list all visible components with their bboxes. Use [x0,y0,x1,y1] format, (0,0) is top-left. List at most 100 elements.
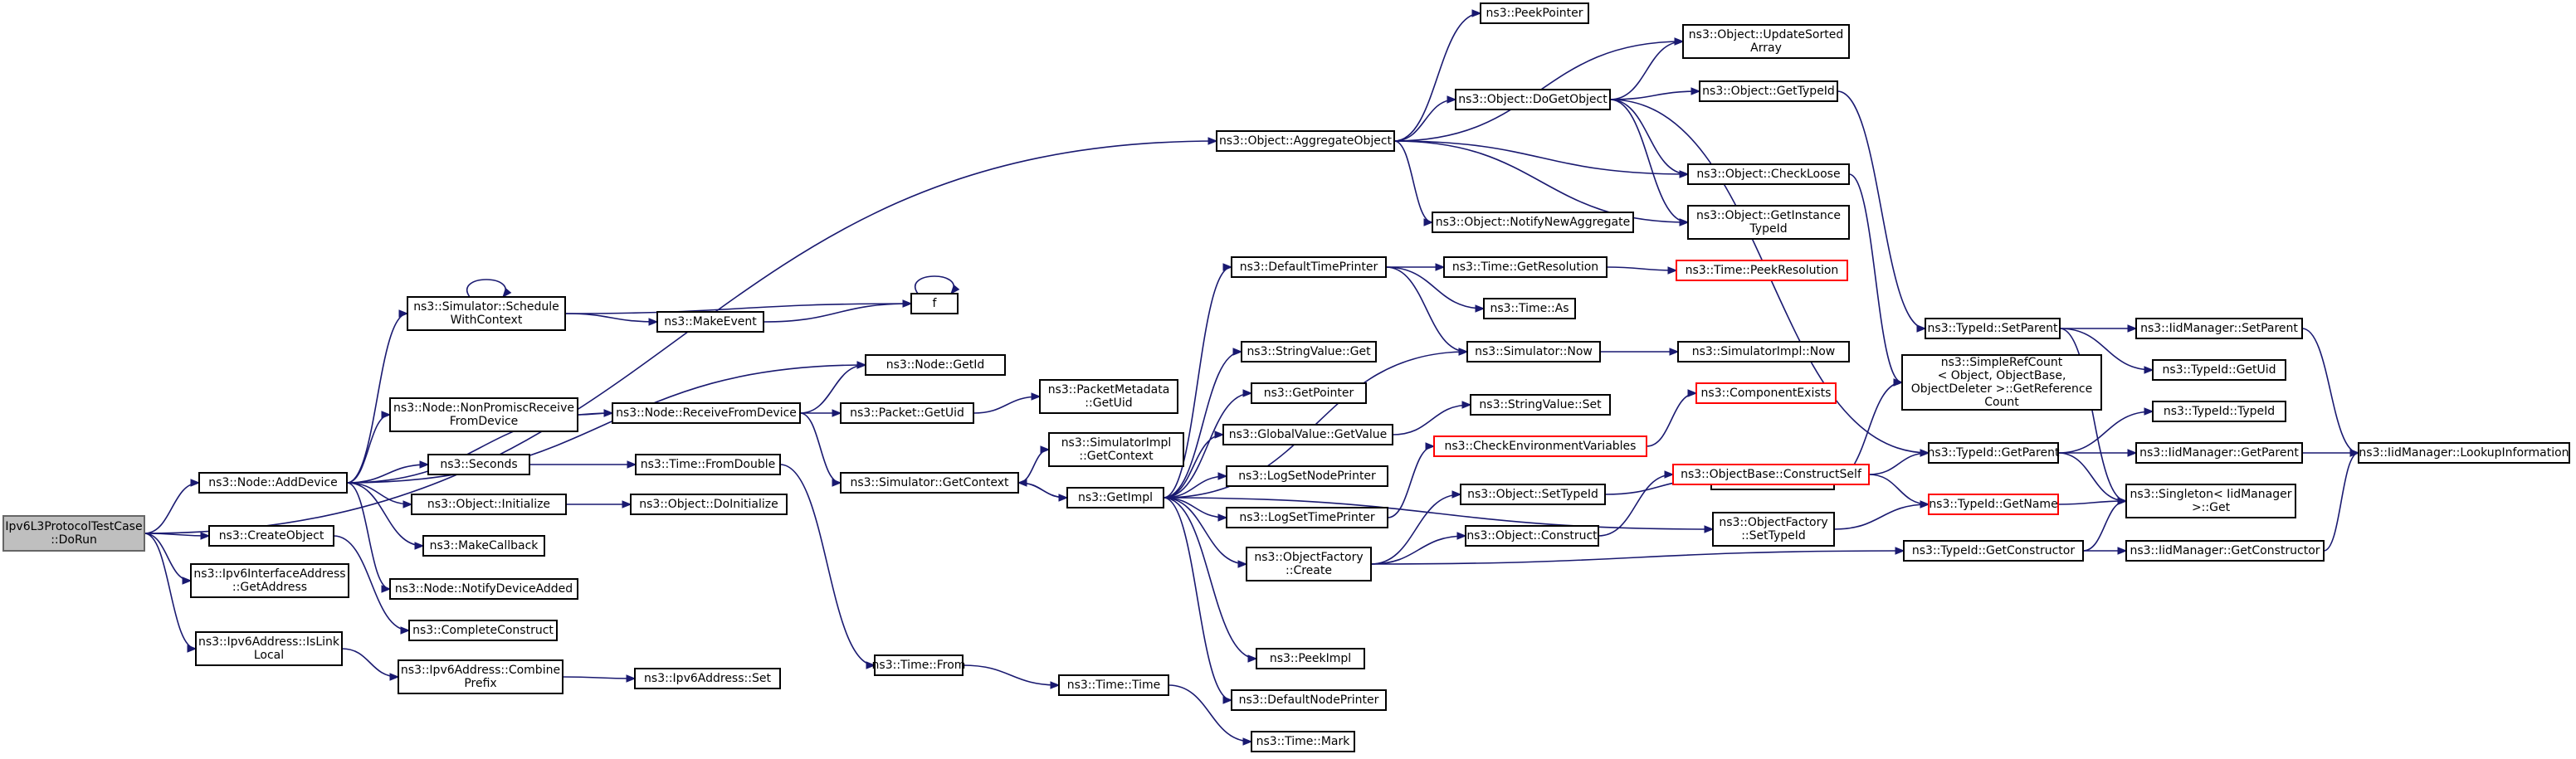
node-add-device[interactable]: ns3::Node::AddDevice [198,472,348,494]
node-label-line: ns3::Node::AddDevice [208,476,337,489]
node-object-construct[interactable]: ns3::Object::Construct [1465,525,1599,547]
node-box [1231,689,1387,711]
node-object-do-initialize[interactable]: ns3::Object::DoInitialize [630,494,788,515]
node-get-pointer[interactable]: ns3::GetPointer [1251,382,1367,404]
node-objectbase-construct-self[interactable]: ns3::ObjectBase::ConstructSelf [1672,464,1870,485]
node-label-line: ns3::Time::Time [1067,679,1160,692]
node-object-initialize[interactable]: ns3::Object::Initialize [411,494,567,515]
edge-get-impl-to-log-set-time-printer-arrowhead [1217,513,1228,522]
node-do-get-object[interactable]: ns3::Object::DoGetObject [1455,89,1611,110]
node-label-line: ns3::LogSetNodePrinter [1238,470,1376,483]
node-simulator-get-context[interactable]: ns3::Simulator::GetContext [840,472,1019,494]
edge-default-time-printer-to-time-get-resolution-arrowhead [1435,263,1446,271]
node-peek-pointer[interactable]: ns3::PeekPointer [1480,2,1589,24]
node-object-get-type-id[interactable]: ns3::Object::GetTypeId [1699,80,1838,102]
node-component-exists[interactable]: ns3::ComponentExists [1695,382,1837,404]
node-simimpl-now[interactable]: ns3::SimulatorImpl::Now [1677,341,1850,362]
node-object-set-type-id[interactable]: ns3::Object::SetTypeId [1460,484,1606,505]
node-iidm-set-parent[interactable]: ns3::IidManager::SetParent [2135,318,2303,339]
node-packet-get-uid[interactable]: ns3::Packet::GetUid [840,402,974,424]
node-time-from-double[interactable]: ns3::Time::FromDouble [635,454,781,475]
node-simimpl-get-context[interactable]: ns3::SimulatorImpl::GetContext [1048,432,1184,467]
node-seconds[interactable]: ns3::Seconds [427,454,530,475]
node-node-get-id[interactable]: ns3::Node::GetId [865,354,1006,376]
edge-typeid-get-parent-to-typeid-typeid [2057,411,2154,454]
node-iidm-get-constructor[interactable]: ns3::IidManager::GetConstructor [2125,540,2325,562]
node-aggregate-object[interactable]: ns3::Object::AggregateObject [1216,130,1395,152]
edge-get-impl-to-log-set-node-printer-arrowhead [1217,472,1228,480]
node-typeid-typeid[interactable]: ns3::TypeId::TypeId [2152,401,2286,422]
node-box [1687,205,1850,240]
node-typeid-get-parent[interactable]: ns3::TypeId::GetParent [1928,442,2060,464]
node-box [2135,442,2303,464]
node-iidm-get-parent[interactable]: ns3::IidManager::GetParent [2135,442,2303,464]
node-time-time[interactable]: ns3::Time::Time [1058,674,1169,696]
edge-root-to-create-object-arrowhead [200,532,211,540]
node-simulator-now[interactable]: ns3::Simulator::Now [1466,341,1601,362]
node-notify-device-added[interactable]: ns3::Node::NotifyDeviceAdded [389,578,578,600]
edge-create-object-to-complete-construct [333,535,410,631]
node-iidm-lookup-information[interactable]: ns3::IidManager::LookupInformation [2358,442,2570,464]
edge-add-device-to-make-callback-arrowhead [414,542,425,550]
node-typeid-get-uid[interactable]: ns3::TypeId::GetUid [2152,359,2286,381]
edge-typeid-set-parent-to-typeid-get-uid [2059,328,2154,371]
node-box [422,535,545,557]
node-default-time-printer[interactable]: ns3::DefaultTimePrinter [1231,256,1387,278]
node-box [1066,487,1164,508]
node-box [407,296,566,331]
edge-iidm-set-parent-to-iidm-lookup-information [2301,328,2359,454]
node-box [2358,442,2570,464]
node-peek-impl[interactable]: ns3::PeekImpl [1256,648,1365,669]
node-label-line: ns3::Object::UpdateSorted [1689,28,1843,41]
node-make-event[interactable]: ns3::MakeEvent [656,311,764,333]
node-check-env-vars[interactable]: ns3::CheckEnvironmentVariables [1433,435,1647,457]
node-addr-set[interactable]: ns3::Ipv6Address::Set [634,668,781,689]
node-label-line: ns3::Singleton< IidManager [2130,488,2292,501]
node-time-from[interactable]: ns3::Time::From [872,654,966,676]
node-create-object[interactable]: ns3::CreateObject [208,525,334,547]
node-root[interactable]: Ipv6L3ProtocolTestCase::DoRun [2,515,145,552]
node-check-loose[interactable]: ns3::Object::CheckLoose [1687,163,1850,185]
node-f[interactable]: f [910,293,959,314]
node-time-as[interactable]: ns3::Time::As [1483,298,1576,319]
edge-typeid-get-parent-to-iidm-get-parent-arrowhead [2127,449,2138,457]
node-time-get-resolution[interactable]: ns3::Time::GetResolution [1443,256,1608,278]
node-typeid-get-name[interactable]: ns3::TypeId::GetName [1928,494,2059,515]
node-log-set-node-printer[interactable]: ns3::LogSetNodePrinter [1226,465,1388,487]
node-complete-construct[interactable]: ns3::CompleteConstruct [408,620,558,641]
node-simple-ref-count[interactable]: ns3::SimpleRefCount< Object, ObjectBase,… [1901,354,2102,411]
node-make-callback[interactable]: ns3::MakeCallback [422,535,545,557]
node-notify-new-aggregate[interactable]: ns3::Object::NotifyNewAggregate [1432,212,1634,233]
node-time-peek-resolution[interactable]: ns3::Time::PeekResolution [1676,260,1848,281]
node-label-line: ns3::TypeId::SetParent [1928,322,2058,335]
edge-log-set-time-printer-to-check-env-vars [1387,445,1435,518]
node-globalvalue-get-value[interactable]: ns3::GlobalValue::GetValue [1222,424,1393,445]
edge-objectfactory-set-type-id-to-typeid-get-name [1833,504,1930,530]
node-objectfactory-create[interactable]: ns3::ObjectFactory::Create [1246,547,1372,581]
node-stringvalue-get[interactable]: ns3::StringValue::Get [1241,341,1377,362]
node-time-mark[interactable]: ns3::Time::Mark [1251,731,1355,752]
node-box [1687,163,1850,185]
node-typeid-set-parent[interactable]: ns3::TypeId::SetParent [1925,318,2061,339]
node-receive-from-device[interactable]: ns3::Node::ReceiveFromDevice [612,402,801,424]
node-get-impl[interactable]: ns3::GetImpl [1066,487,1164,508]
node-label-line: ns3::Node::NotifyDeviceAdded [395,582,573,596]
node-log-set-time-printer[interactable]: ns3::LogSetTimePrinter [1226,507,1388,528]
node-packet-metadata-get-uid[interactable]: ns3::PacketMetadata::GetUid [1039,379,1178,414]
node-objectfactory-set-type-id[interactable]: ns3::ObjectFactory::SetTypeId [1712,512,1835,547]
node-typeid-get-constructor[interactable]: ns3::TypeId::GetConstructor [1903,540,2084,562]
node-iface-get-address[interactable]: ns3::Ipv6InterfaceAddress::GetAddress [190,563,349,598]
node-singleton-get[interactable]: ns3::Singleton< IidManager>::Get [2125,484,2296,518]
edge-root-to-aggregate-object-arrowhead [1208,137,1218,145]
node-box [1466,341,1601,362]
node-label-line: ns3::Time::PeekResolution [1686,264,1839,277]
node-stringvalue-set[interactable]: ns3::StringValue::Set [1470,394,1611,416]
node-label-line: ::GetUid [1085,397,1132,410]
node-default-node-printer[interactable]: ns3::DefaultNodePrinter [1231,689,1387,711]
